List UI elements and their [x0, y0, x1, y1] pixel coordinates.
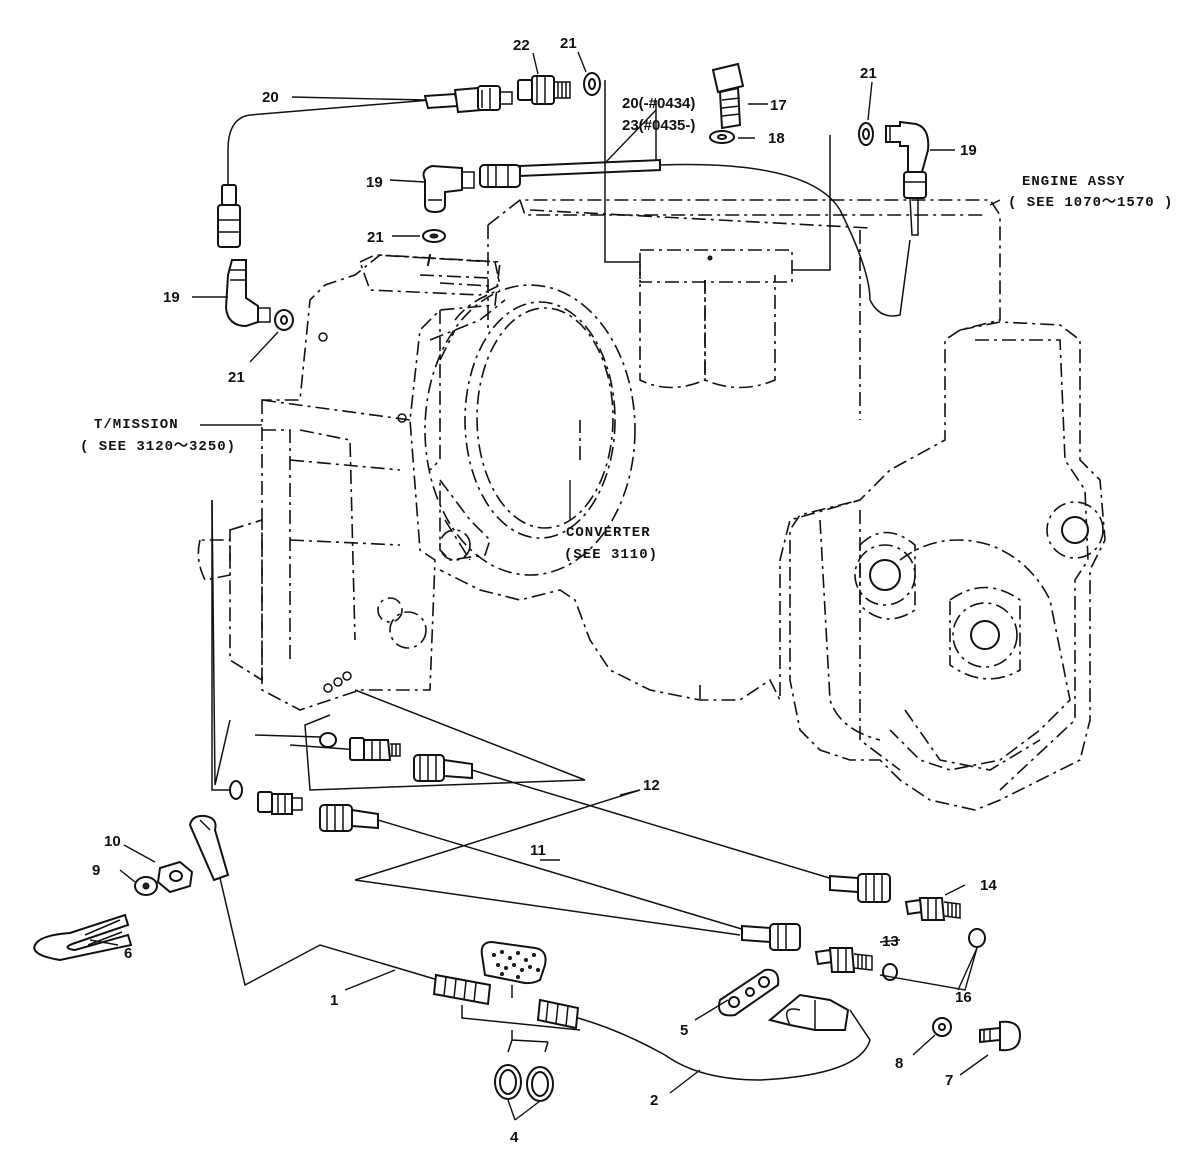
elbow-fitting-right [858, 120, 930, 236]
callout-21-left: 21 [228, 369, 245, 386]
callout-19-center: 19 [366, 174, 383, 191]
callout-13: 13 [882, 933, 899, 950]
tmission-ref: ( SEE 3120～3250) [80, 439, 236, 455]
callout-21-center: 21 [367, 229, 384, 246]
callout-19-right: 19 [960, 142, 977, 159]
callout-16: 16 [955, 989, 972, 1006]
converter-label: CONVERTER [566, 525, 651, 541]
callout-20-note: 20(-#0434) [622, 95, 695, 112]
callout-4: 4 [510, 1129, 519, 1146]
callout-23-note: 23(#0435-) [622, 117, 695, 134]
engine-assy-ref: ( SEE 1070～1570 ) [1008, 195, 1173, 211]
callout-19-left: 19 [163, 289, 180, 306]
callout-21-right: 21 [860, 65, 877, 82]
callout-20: 20 [262, 89, 279, 106]
transmission-assembly [197, 254, 506, 711]
callout-1: 1 [330, 992, 338, 1009]
callout-21-top: 21 [560, 35, 577, 52]
lower-lines [33, 499, 1022, 1102]
converter-housing [424, 284, 636, 576]
top-lines [217, 62, 911, 317]
callout-6: 6 [124, 945, 132, 962]
elbow-fitting-center [422, 164, 475, 243]
callout-7: 7 [945, 1072, 953, 1089]
elbow-fitting-left [224, 259, 294, 331]
callout-12: 12 [643, 777, 660, 794]
callout-11: 11 [530, 842, 546, 859]
callout-22: 22 [513, 37, 530, 54]
callout-5: 5 [680, 1022, 688, 1039]
filter-texture [492, 950, 540, 979]
callout-labels: 1 2 4 5 6 7 8 9 10 11 12 13 14 16 17 18 … [92, 35, 997, 1146]
assembly-labels: ENGINE ASSY ( SEE 1070～1570 ) T/MISSION … [80, 174, 1173, 563]
callout-2: 2 [650, 1092, 658, 1109]
callout-8: 8 [895, 1055, 903, 1072]
callout-9: 9 [92, 862, 100, 879]
converter-ref: (SEE 3110) [564, 547, 658, 563]
callout-14: 14 [980, 877, 997, 894]
engine-assembly [439, 199, 1106, 811]
leader-lines [89, 51, 1001, 1121]
tmission-label: T/MISSION [94, 417, 179, 433]
callout-10: 10 [104, 833, 121, 850]
callout-18: 18 [768, 130, 785, 147]
callout-17: 17 [770, 97, 787, 114]
engine-assy-label: ENGINE ASSY [1022, 174, 1125, 190]
